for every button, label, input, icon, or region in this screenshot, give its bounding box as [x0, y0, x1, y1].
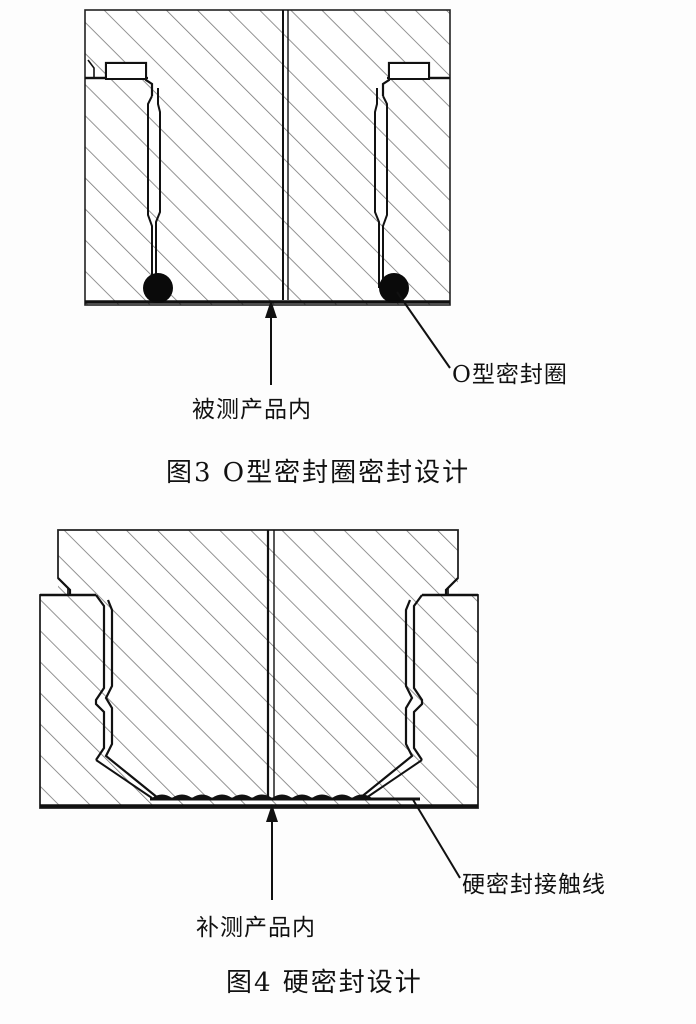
fig4-hard-seal-contact-line-label: 硬密封接触线 — [462, 872, 606, 898]
fig3-left-seal-profile — [85, 59, 173, 303]
fig4-right-seal-face — [359, 594, 424, 799]
fig4-left-seal-face — [94, 594, 159, 799]
fig4-hard-seal-leader — [411, 797, 461, 879]
fig3-o-ring-label: O型密封圈 — [452, 362, 568, 388]
figure-3-drawing — [84, 9, 451, 385]
fig3-section-body — [84, 9, 451, 306]
fig4-step-shoulders — [40, 577, 478, 597]
fig4-hard-seal-contact-band — [40, 794, 478, 808]
fig4-inner-product-label: 补测产品内 — [196, 915, 316, 941]
fig3-center-seam — [282, 10, 289, 300]
fig3-caption: 图3 O型密封圈密封设计 — [166, 458, 471, 488]
fig3-o-ring-leader — [396, 291, 451, 369]
fig3-right-o-ring — [379, 273, 409, 303]
fig4-center-seam — [266, 530, 275, 798]
fig4-inner-product-leader — [266, 804, 278, 900]
fig3-right-seal-profile — [374, 61, 450, 303]
fig3-inner-product-label: 被测产品内 — [192, 397, 312, 423]
fig3-left-o-ring — [143, 273, 173, 303]
fig3-inner-product-leader — [265, 300, 277, 385]
fig4-caption: 图4 硬密封设计 — [226, 968, 423, 998]
